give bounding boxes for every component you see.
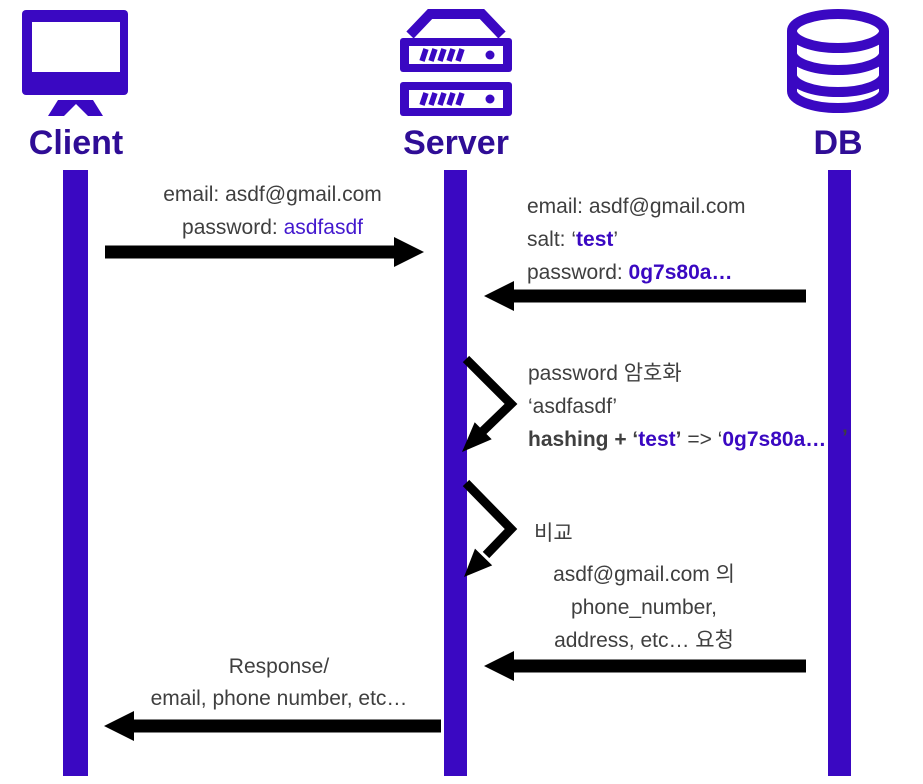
self-arrow-compare-head [464, 548, 493, 577]
self-arrow-hashing-head [462, 422, 492, 452]
hashing-plain-line: ‘asdfasdf’ [528, 395, 618, 418]
server-rack-icon [400, 9, 512, 116]
database-icon [787, 9, 889, 113]
hashing-title-line: password 암호화 [528, 362, 682, 385]
datareq-line1: asdf@gmail.com 의 [553, 563, 735, 586]
message-login-request: email: asdf@gmail.com password: asdfasdf [140, 178, 405, 244]
arrow-response [104, 711, 441, 741]
monitor-icon [22, 10, 128, 116]
hashing-hash-value: 0g7s80a… [722, 428, 827, 451]
hashing-formula-line: hashing + ‘test’ => ‘0g7s80a… [528, 428, 827, 451]
lifeline-db [828, 170, 851, 776]
actor-label-server: Server [403, 124, 509, 162]
actor-label-db: DB [813, 124, 863, 162]
hashing-salt-value: test [638, 428, 676, 451]
response-line1: Response/ [228, 655, 330, 678]
message-hashing-note: password 암호화 ‘asdfasdf’ hashing + ‘test’… [528, 357, 828, 456]
login-password-line: password: asdfasdf [182, 216, 363, 239]
datareq-line2: phone_number, [571, 596, 717, 619]
self-arrow-compare [462, 479, 518, 559]
record-salt-line: salt: ‘test’ [527, 228, 619, 251]
arrow-data-request [484, 651, 806, 681]
response-line2: email, phone number, etc… [150, 687, 408, 710]
datareq-line3: address, etc… 요청 [554, 629, 734, 652]
record-password-hash: 0g7s80a… [628, 261, 733, 284]
record-email-line: email: asdf@gmail.com [527, 195, 746, 218]
arrow-login-request [105, 237, 424, 267]
message-response: Response/ email, phone number, etc… [112, 651, 446, 715]
self-arrow-hashing [462, 355, 518, 435]
login-email-line: email: asdf@gmail.com [163, 183, 382, 206]
record-password-line: password: 0g7s80a… [527, 261, 733, 284]
hashing-close-quote: ’ [842, 426, 848, 449]
message-compare-note: 비교 [534, 522, 573, 545]
record-salt-value: test [576, 228, 614, 251]
lifeline-server [444, 170, 467, 776]
login-password-value: asdfasdf [283, 216, 363, 239]
arrow-db-record [484, 281, 806, 311]
message-data-request: asdf@gmail.com 의 phone_number, address, … [494, 558, 794, 657]
lifeline-client [63, 170, 88, 776]
actor-label-client: Client [28, 124, 124, 162]
message-db-record: email: asdf@gmail.com salt: ‘test’ passw… [527, 190, 746, 289]
